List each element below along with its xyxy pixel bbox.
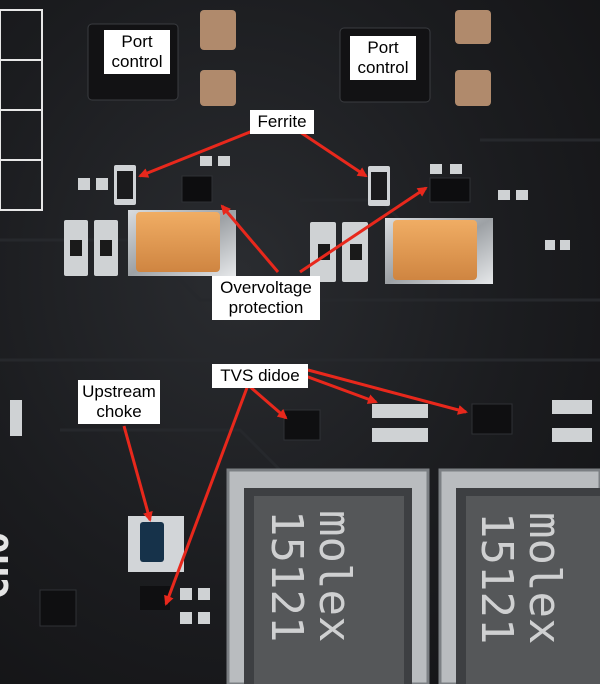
arrow-choke bbox=[122, 425, 153, 522]
arrow-tvs-3 bbox=[307, 368, 468, 415]
annotation-arrows bbox=[122, 128, 468, 606]
ferrite-left bbox=[114, 165, 136, 205]
tvs-diode-2 bbox=[471, 403, 513, 435]
molex-right-brand: molex bbox=[519, 512, 570, 644]
arrow-ovp-left bbox=[220, 204, 280, 273]
arrow-ovp-right bbox=[299, 186, 428, 274]
overvoltage-ic-right bbox=[429, 177, 471, 203]
label-port-control-left: Port control bbox=[104, 30, 170, 74]
edge-silkscreen bbox=[0, 9, 43, 211]
molex-left bbox=[226, 468, 430, 684]
molex-left-brand: molex bbox=[309, 510, 360, 642]
upstream-choke bbox=[128, 516, 184, 610]
arrow-ferrite-right bbox=[299, 130, 368, 178]
arrow-tvs-1 bbox=[247, 383, 288, 420]
molex-left-part: 15121 bbox=[261, 510, 312, 642]
label-upstream-choke: Upstream choke bbox=[78, 380, 160, 424]
label-ferrite: Ferrite bbox=[250, 110, 314, 134]
label-port-control-right: Port control bbox=[350, 36, 416, 80]
arrow-ferrite-left bbox=[138, 128, 256, 178]
ceramic-caps bbox=[200, 10, 491, 106]
tvs-diode-1 bbox=[283, 409, 321, 441]
tantalum-cap-right bbox=[385, 218, 493, 284]
tantalum-cap-left bbox=[128, 210, 236, 276]
label-overvoltage: Overvoltage protection bbox=[212, 276, 320, 320]
molex-right-part: 15121 bbox=[471, 512, 522, 644]
overvoltage-ic-left bbox=[181, 175, 213, 203]
molex-right bbox=[438, 468, 600, 684]
ch0-silkscreen: CH0 bbox=[0, 531, 17, 600]
label-tvs: TVS didoe bbox=[212, 364, 308, 388]
arrow-tvs-4 bbox=[164, 384, 250, 606]
bottom-left-ic bbox=[39, 589, 77, 627]
ferrite-right bbox=[368, 166, 390, 206]
arrow-tvs-2 bbox=[299, 372, 378, 404]
